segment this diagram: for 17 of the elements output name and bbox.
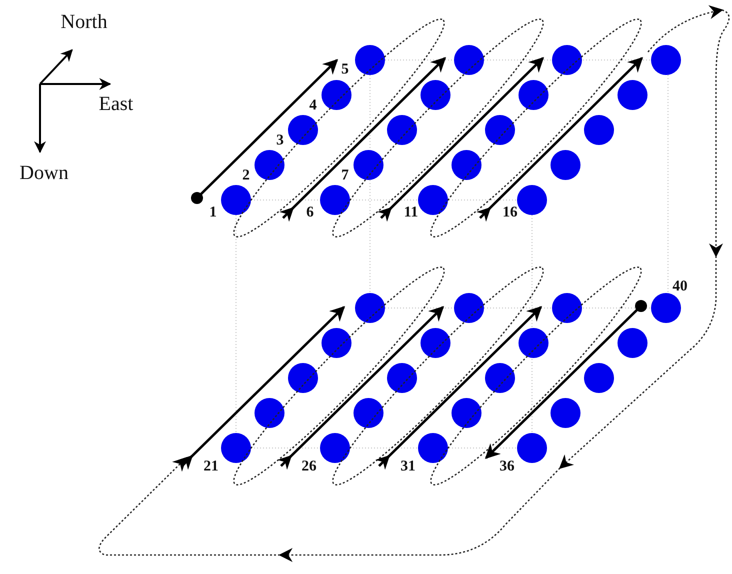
callout-number: 1 (209, 206, 217, 220)
callout-number: 36 (500, 460, 514, 474)
direction-label: Down (20, 163, 68, 183)
callout-number: 6 (306, 206, 314, 220)
callout-number: 26 (302, 460, 316, 474)
callout-number: 16 (502, 206, 518, 220)
callout-number: 2 (242, 168, 250, 184)
callout-number: 21 (204, 460, 218, 474)
callout-number: 4 (309, 98, 317, 114)
callout-number: 3 (276, 134, 284, 148)
callout-number: 11 (404, 206, 418, 220)
callout-number: 7 (341, 168, 349, 184)
direction-label: East (98, 94, 134, 114)
direction-label: North (60, 12, 108, 32)
callout-number: 40 (672, 280, 688, 294)
callout-number: 5 (341, 62, 349, 78)
callout-number: 31 (400, 460, 416, 474)
